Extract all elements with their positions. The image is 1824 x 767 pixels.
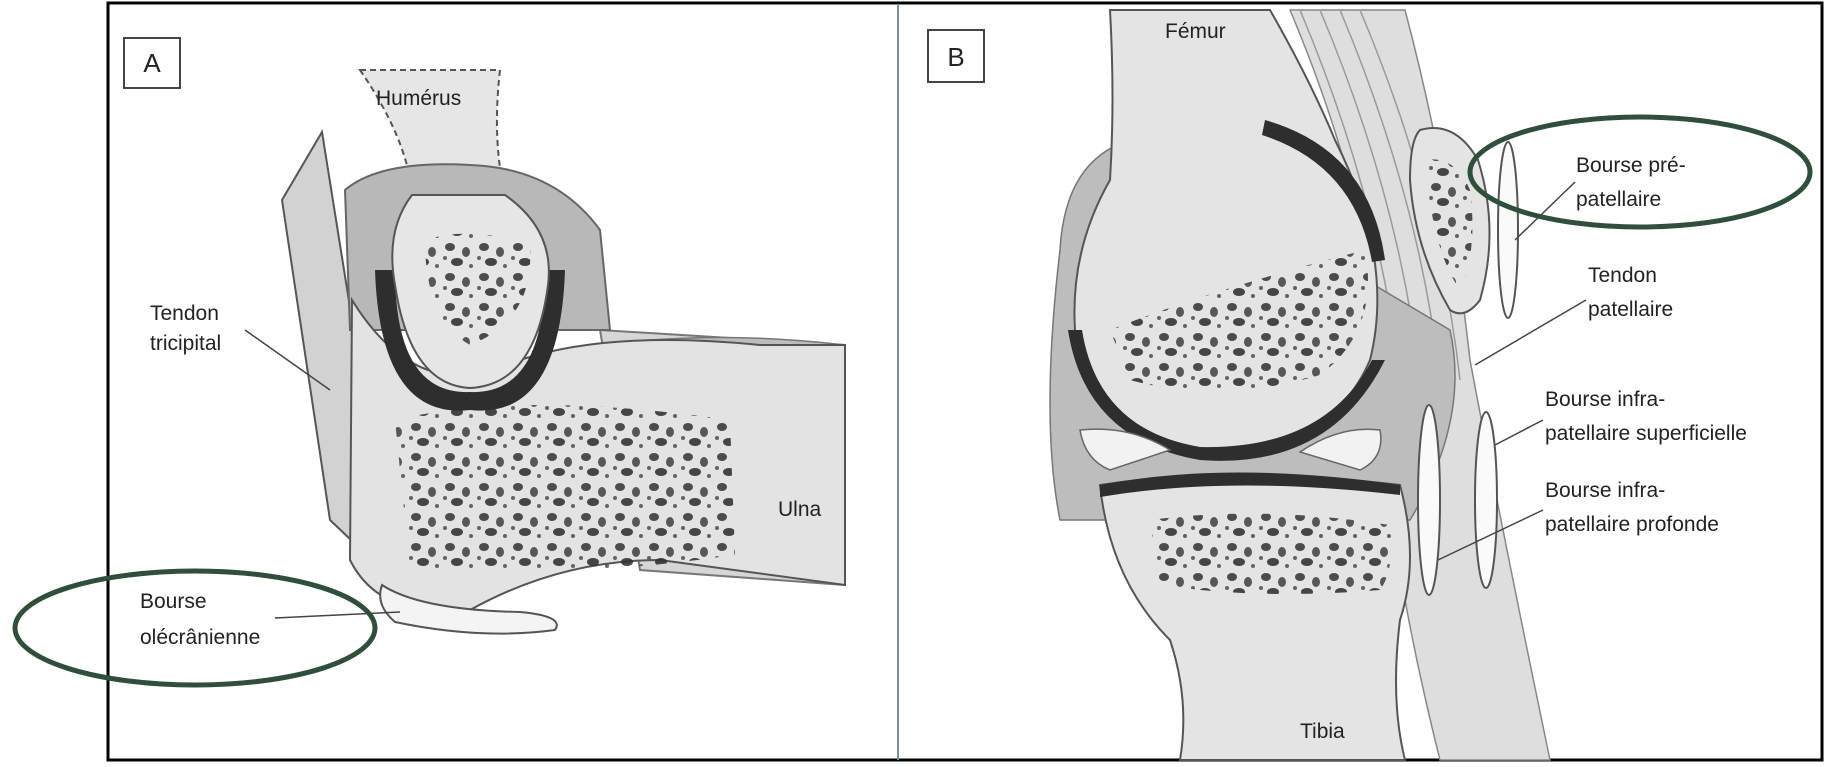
label-bursa-line2: olécrânienne (140, 626, 260, 649)
panel-a-letter: A (143, 48, 161, 78)
label-infra-prof-line1: Bourse infra- (1545, 479, 1665, 502)
label-tibia: Tibia (1300, 720, 1345, 743)
superficial-infrapatellar-bursa (1475, 412, 1497, 588)
label-tendon-patellaire-line1: Tendon (1588, 264, 1657, 287)
label-bursa-line1: Bourse (140, 590, 207, 613)
panel-b-letter: B (947, 42, 964, 72)
deep-infrapatellar-bursa (1418, 405, 1440, 595)
label-infra-sup-line2: patellaire superficielle (1545, 422, 1747, 445)
label-prepatellar-line1: Bourse pré- (1576, 154, 1686, 177)
label-tendon-tricipital-line2: tricipital (150, 332, 221, 355)
label-prepatellar-line2: patellaire (1576, 188, 1661, 211)
label-femur: Fémur (1165, 20, 1226, 43)
ulna-spongy-bone (395, 405, 735, 573)
label-humerus: Humérus (376, 87, 461, 110)
label-tendon-patellaire-line2: patellaire (1588, 298, 1673, 321)
label-ulna: Ulna (778, 498, 822, 521)
prepatellar-bursa (1498, 142, 1518, 318)
label-infra-prof-line2: patellaire profonde (1545, 513, 1719, 536)
label-infra-sup-line1: Bourse infra- (1545, 388, 1665, 411)
tibia-spongy-bone (1150, 514, 1391, 594)
label-tendon-tricipital-line1: Tendon (150, 302, 219, 325)
